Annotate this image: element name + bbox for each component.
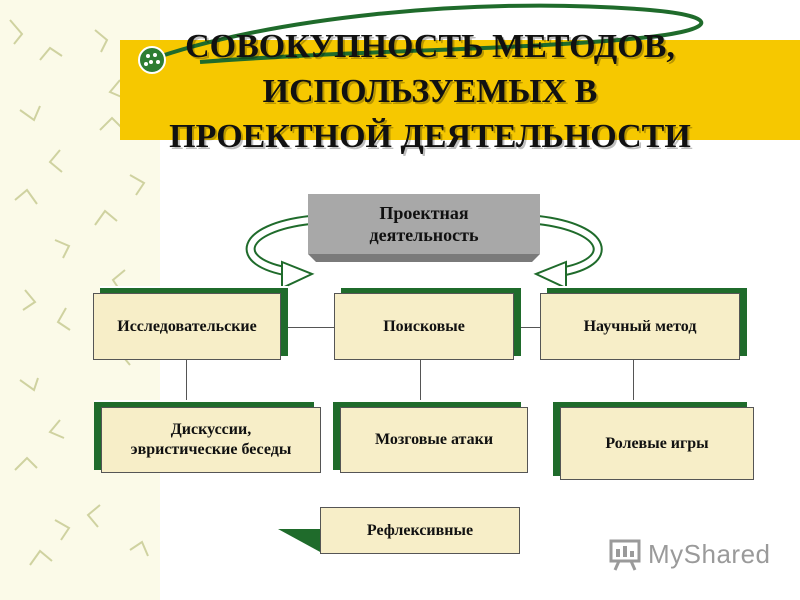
box-discussions: Дискуссии, эвристические беседы bbox=[101, 407, 321, 473]
box-reflexive-label: Рефлексивные bbox=[366, 521, 474, 539]
connector-line bbox=[420, 360, 421, 402]
reflexive-wedge bbox=[278, 529, 322, 553]
root-line-1: Проектная bbox=[379, 203, 469, 223]
right-arrow-head-icon bbox=[533, 260, 567, 290]
discussions-line-1: Дискуссии, bbox=[170, 421, 252, 438]
title-line-1: СОВОКУПНОСТЬ МЕТОДОВ, bbox=[185, 28, 675, 65]
discussions-line-2: эвристические беседы bbox=[130, 441, 292, 458]
title-band bbox=[120, 40, 800, 140]
box-scientific-label: Научный метод bbox=[583, 317, 697, 335]
page-title: СОВОКУПНОСТЬ МЕТОДОВ, ИСПОЛЬЗУЕМЫХ В ПРО… bbox=[100, 24, 760, 159]
box-roleplay-label: Ролевые игры bbox=[605, 434, 709, 452]
box-reflexive: Рефлексивные bbox=[320, 507, 520, 554]
box-research-label: Исследовательские bbox=[117, 317, 257, 335]
watermark-text: MyShared bbox=[648, 538, 771, 569]
root-line-2: деятельность bbox=[369, 225, 479, 245]
root-box-bevel bbox=[308, 254, 540, 262]
box-search-label: Поисковые bbox=[383, 317, 465, 335]
connector-line bbox=[280, 327, 334, 328]
title-line-3: ПРОЕКТНОЙ ДЕЯТЕЛЬНОСТИ bbox=[169, 118, 691, 155]
root-box: Проектная деятельность bbox=[308, 194, 540, 254]
title-line-2: ИСПОЛЬЗУЕМЫХ В bbox=[262, 73, 598, 110]
curved-arrows bbox=[245, 215, 603, 290]
watermark-logo: MyShared bbox=[608, 536, 771, 572]
box-roleplay: Ролевые игры bbox=[560, 407, 754, 480]
left-arrow-head-icon bbox=[281, 260, 315, 290]
presentation-board-icon bbox=[609, 539, 641, 571]
box-scientific: Научный метод bbox=[540, 293, 740, 360]
box-research: Исследовательские bbox=[93, 293, 281, 360]
box-brainstorm-label: Мозговые атаки bbox=[374, 431, 494, 448]
box-brainstorm: Мозговые атаки bbox=[340, 407, 528, 473]
box-search: Поисковые bbox=[334, 293, 514, 360]
connector-line bbox=[633, 360, 634, 402]
swirl-ornament-icon bbox=[138, 3, 704, 74]
connector-line bbox=[512, 327, 540, 328]
connector-line bbox=[186, 360, 187, 402]
